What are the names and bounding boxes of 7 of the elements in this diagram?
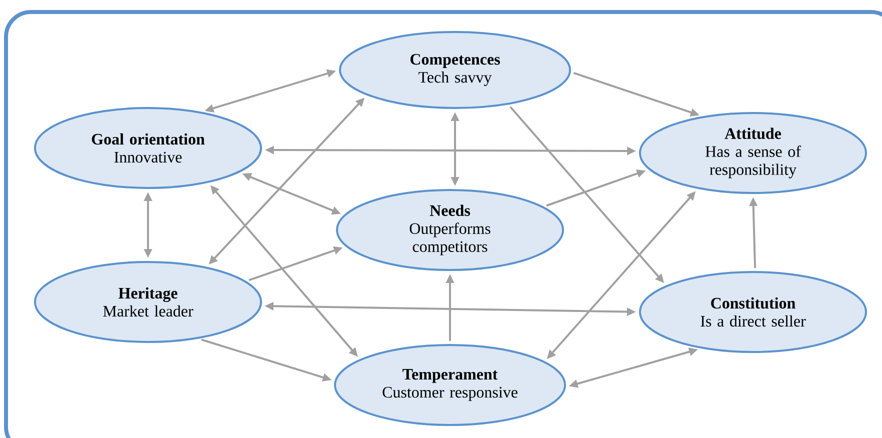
ellipse-node: Heritage Market leader <box>34 260 262 343</box>
ellipse-node: Constitution Is a direct seller <box>639 270 867 353</box>
ellipse-node: Needs Outperforms competitors <box>336 189 564 271</box>
ellipse-node: Goal orientation Innovative <box>34 107 262 189</box>
ellipse-node: Competences Tech savvy <box>339 31 571 109</box>
ellipse-node: Temperament Customer responsive <box>334 344 566 426</box>
ellipse-node: Attitude Has a sense of responsibility <box>639 112 867 194</box>
